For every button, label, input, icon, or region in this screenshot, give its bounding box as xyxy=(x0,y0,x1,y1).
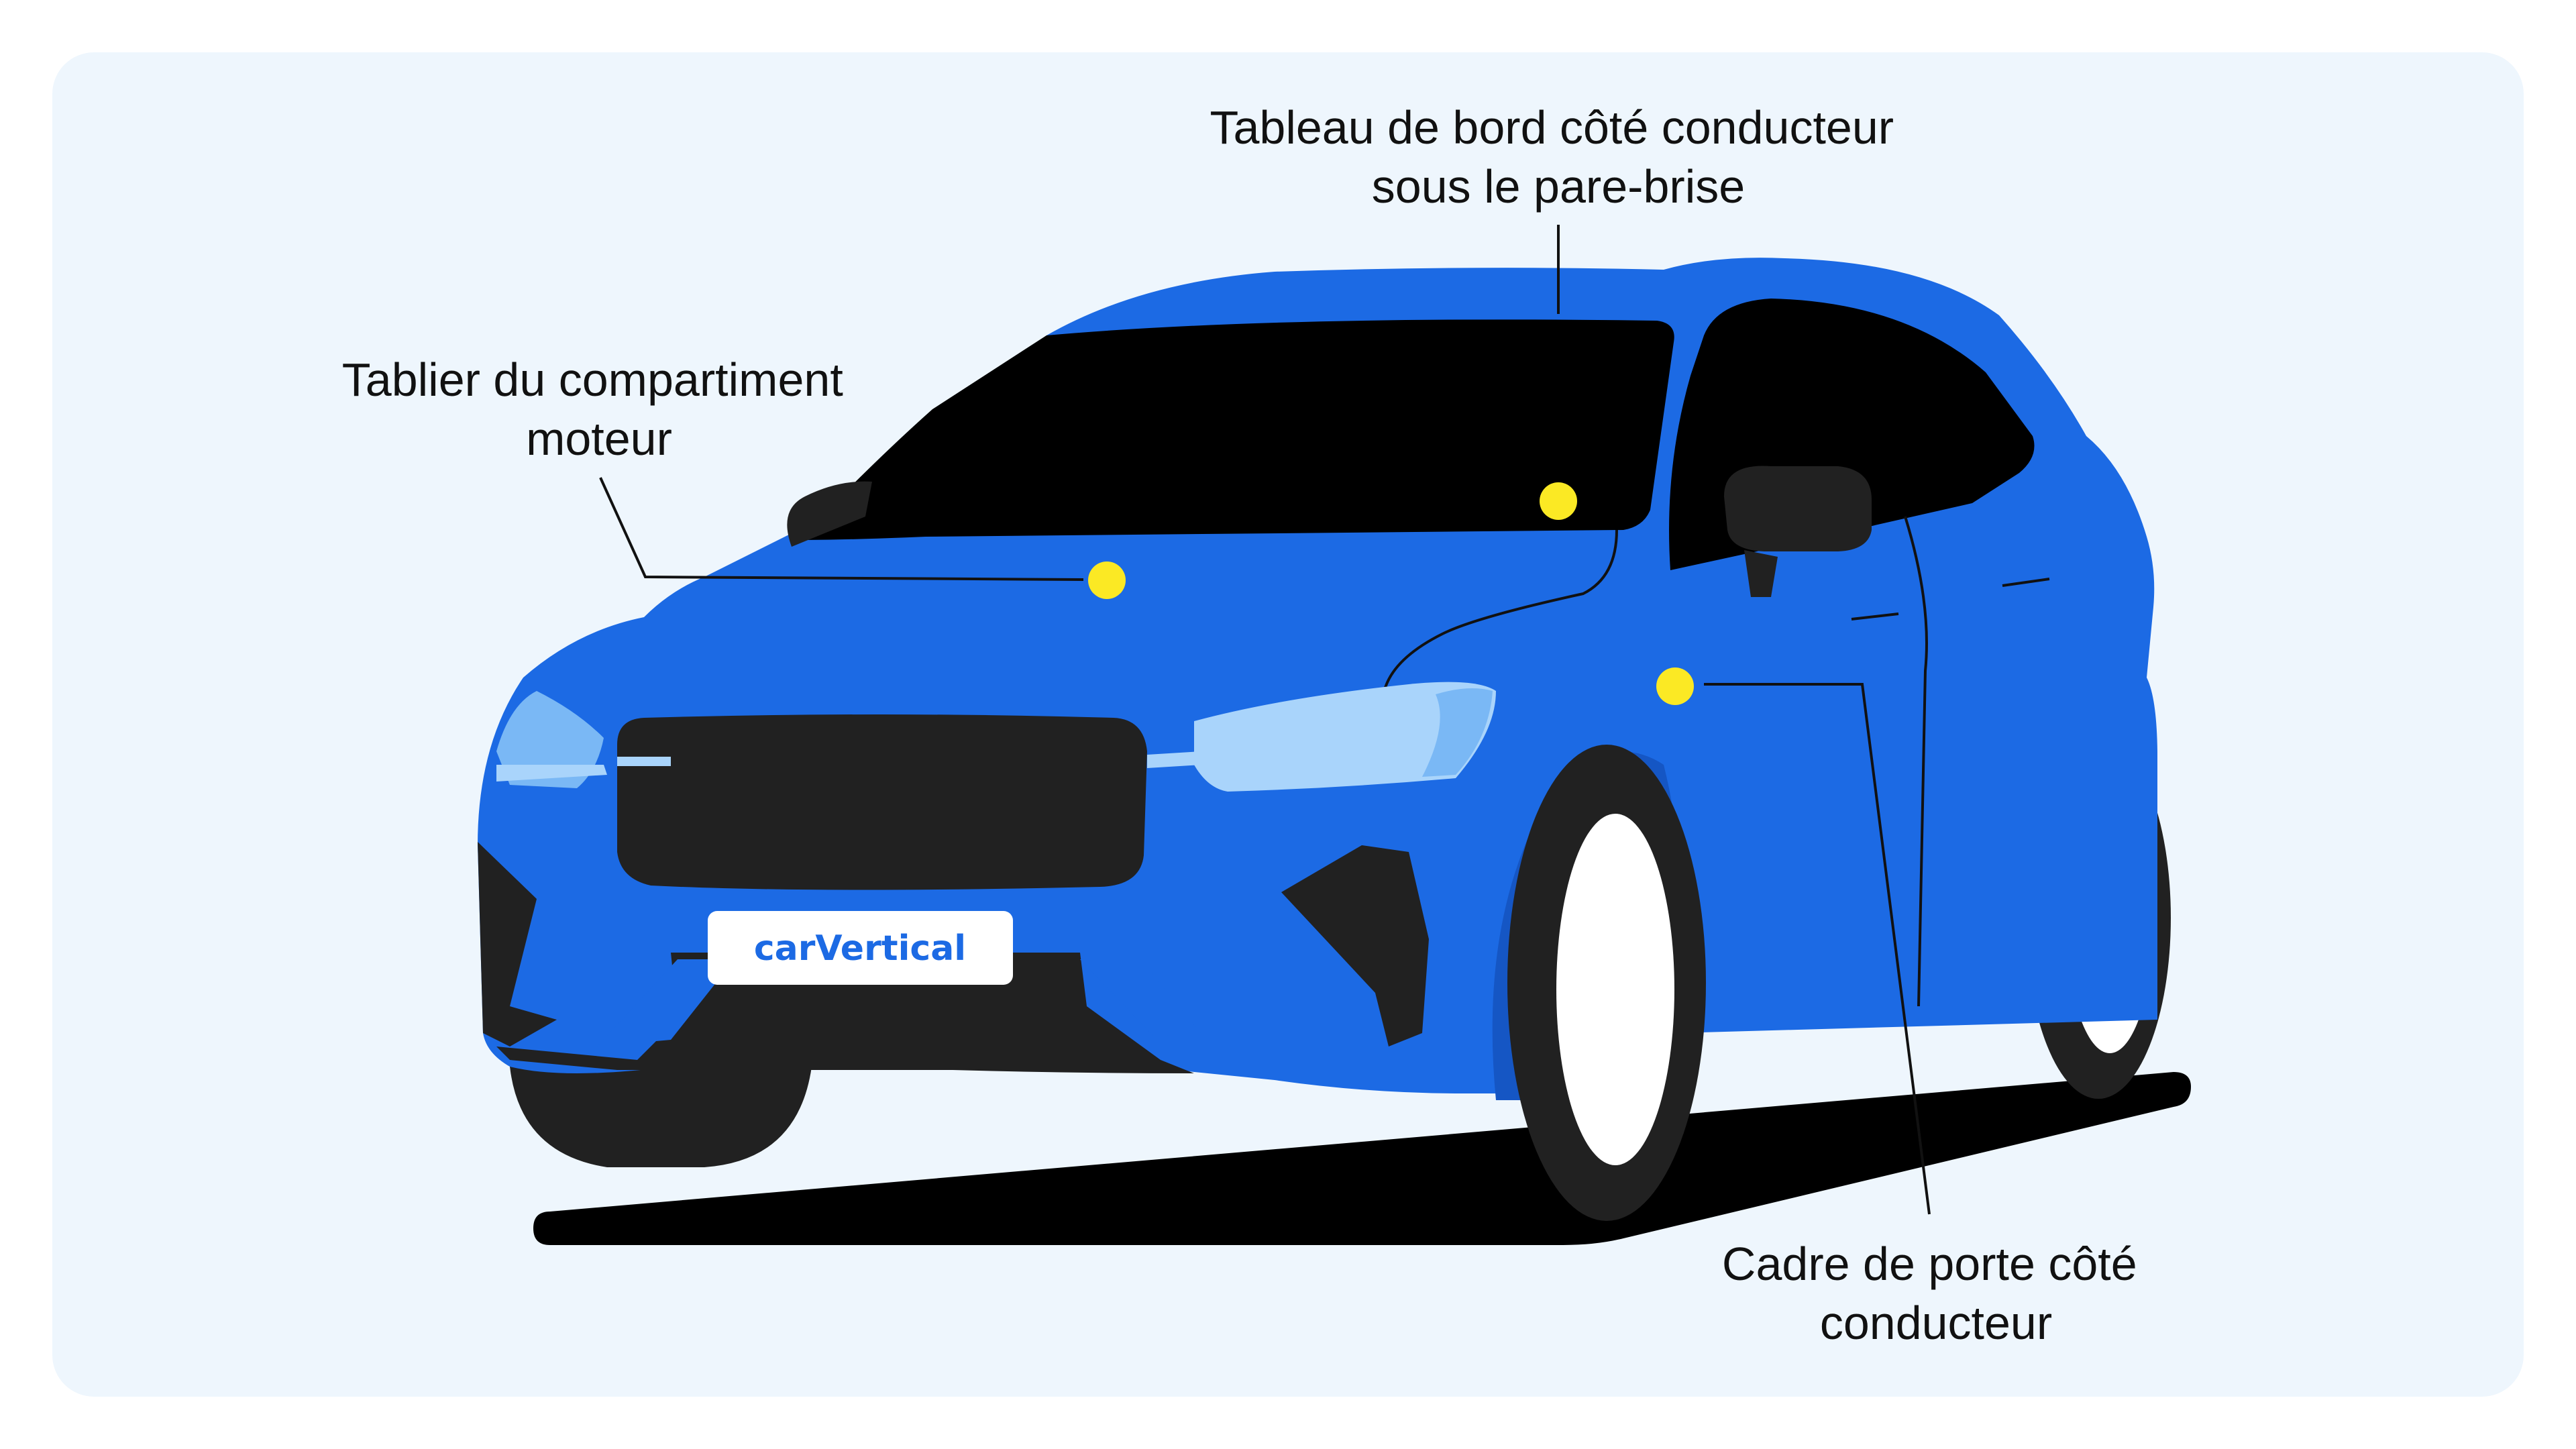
label-door-frame: Cadre de porte côté conducteur xyxy=(1722,1238,2150,1349)
label-engine-bay: Tablier du compartiment moteur xyxy=(342,354,856,465)
carvertical-logo: carVertical xyxy=(754,928,966,969)
label-dashboard: Tableau de bord côté conducteur sous le … xyxy=(1210,101,1907,213)
label-door-frame-line1: Cadre de porte côté xyxy=(1722,1238,2137,1290)
marker-dashboard xyxy=(1540,482,1577,520)
front-left-wheel xyxy=(510,1067,812,1167)
front-right-wheel xyxy=(1507,745,1706,1221)
marker-door-frame xyxy=(1656,667,1694,705)
license-plate: carVertical xyxy=(708,911,1013,985)
label-engine-bay-line2: moteur xyxy=(526,413,672,465)
marker-engine-bay xyxy=(1088,561,1126,599)
label-engine-bay-line1: Tablier du compartiment xyxy=(342,354,843,406)
front-grille xyxy=(617,714,1147,890)
label-door-frame-line2: conducteur xyxy=(1820,1297,2052,1349)
label-dashboard-line2: sous le pare-brise xyxy=(1372,160,1745,213)
label-dashboard-line1: Tableau de bord côté conducteur xyxy=(1210,101,1894,154)
